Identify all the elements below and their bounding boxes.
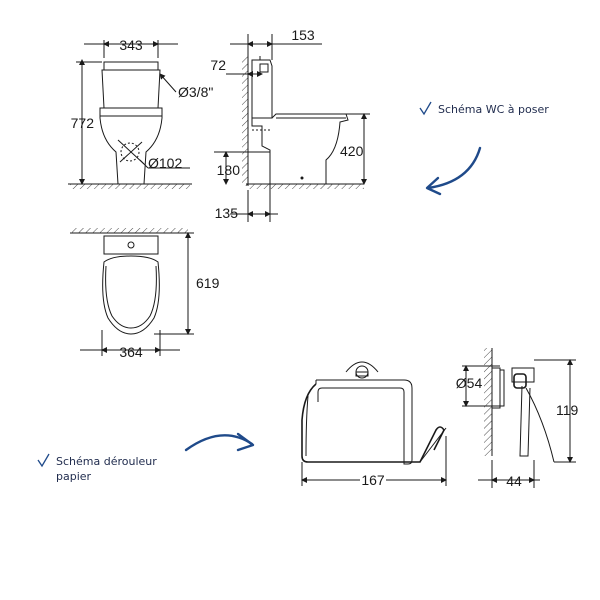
wc-top-length-label: 619 — [196, 275, 220, 291]
holder-lid — [316, 379, 413, 465]
wc-front-height-label: 772 — [71, 115, 95, 131]
wc-side-top-offset-label: 72 — [210, 57, 226, 73]
check-icon — [37, 453, 50, 468]
holder-arm — [301, 383, 445, 463]
wc-side-view: 153 72 420 180 135 — [210, 27, 370, 222]
check-icon — [419, 101, 432, 116]
top-seat-outline — [102, 255, 160, 335]
wc-caption: Schéma WC à poser — [419, 101, 549, 196]
curved-arrow-icon — [426, 146, 482, 190]
holder-caption: Schéma dérouleur papier — [37, 432, 255, 483]
holder-depth-label: 44 — [506, 473, 522, 489]
floor-hatch — [246, 184, 364, 189]
wc-front-view: 343 772 Ø3/8" Ø102 — [68, 37, 213, 189]
holder-front-view: 167 — [301, 361, 447, 488]
wc-caption-text: Schéma WC à poser — [438, 103, 549, 116]
tank-outline — [101, 61, 161, 109]
top-tank-outline — [103, 235, 159, 255]
holder-rosette-label: Ø54 — [456, 375, 483, 391]
holder-width-label: 167 — [361, 472, 385, 488]
holder-caption-line2: papier — [56, 470, 92, 483]
outlet-circle — [120, 142, 140, 162]
holder-side-view: Ø54 119 44 — [456, 348, 579, 489]
wall-hatch — [484, 348, 492, 456]
wc-outlet-label: Ø102 — [148, 155, 182, 171]
wc-top-view: 619 364 — [70, 228, 220, 360]
wall-hatch — [72, 228, 188, 233]
side-tank-outline — [251, 59, 273, 119]
wc-inlet-label: Ø3/8" — [178, 84, 213, 100]
wall-hatch — [242, 56, 248, 186]
wc-front-width-label: 343 — [119, 37, 143, 53]
rosette — [345, 361, 379, 373]
wc-side-wall-offset-label: 135 — [215, 205, 239, 221]
side-bowl-outline — [251, 113, 349, 185]
wc-side-depth-label: 153 — [291, 27, 315, 43]
floor-hatch — [70, 184, 190, 189]
wc-side-seat-height-label: 420 — [340, 143, 364, 159]
holder-height-label: 119 — [556, 402, 579, 418]
bowl-outline — [99, 107, 163, 185]
wc-side-outlet-height-label: 180 — [217, 162, 241, 178]
holder-caption-line1: Schéma dérouleur — [56, 455, 157, 468]
wc-top-width-label: 364 — [119, 344, 143, 360]
